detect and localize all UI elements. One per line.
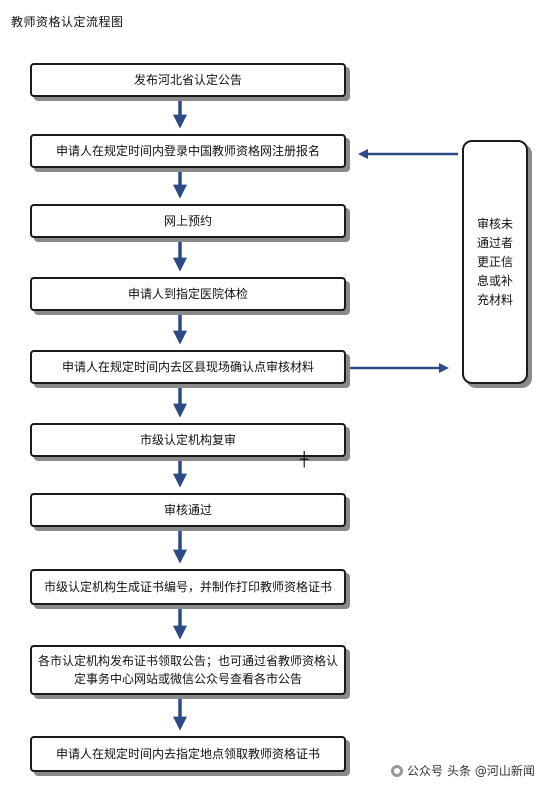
step-publish-announcement: 发布河北省认定公告 <box>30 63 346 97</box>
text-cursor-icon: ┼ <box>300 452 309 468</box>
step-onsite-review: 申请人在规定时间内去区县现场确认点审核材料 <box>30 350 346 384</box>
step-collection-announcement: 各市认定机构发布证书领取公告；也可通过省教师资格认定事务中心网站或微信公众号查看… <box>30 645 346 695</box>
watermark-prefix: 公众号 <box>407 764 444 778</box>
wechat-icon <box>391 764 403 777</box>
step-medical-exam: 申请人到指定医院体检 <box>30 277 346 311</box>
step-label: 网上预约 <box>163 214 212 228</box>
side-box-label: 审核未通过者更正信息或补充材料 <box>476 216 513 307</box>
step-label: 审核通过 <box>163 503 212 517</box>
step-label: 申请人到指定医院体检 <box>127 287 248 301</box>
step-label: 市级认定机构复审 <box>139 433 236 447</box>
step-online-registration: 申请人在规定时间内登录中国教师资格网注册报名 <box>30 134 346 168</box>
step-online-appointment: 网上预约 <box>30 204 346 238</box>
step-approved: 审核通过 <box>30 493 346 527</box>
step-label: 申请人在规定时间内去指定地点领取教师资格证书 <box>55 747 320 761</box>
step-print-certificate: 市级认定机构生成证书编号，并制作打印教师资格证书 <box>30 569 346 605</box>
step-label: 发布河北省认定公告 <box>133 73 242 87</box>
step-collect-certificate: 申请人在规定时间内去指定地点领取教师资格证书 <box>30 736 346 772</box>
step-label: 申请人在规定时间内去区县现场确认点审核材料 <box>61 360 314 374</box>
step-label: 申请人在规定时间内登录中国教师资格网注册报名 <box>55 144 320 158</box>
watermark-text: 头条 @河山新闻 <box>447 764 535 778</box>
step-label: 市级认定机构生成证书编号，并制作打印教师资格证书 <box>43 580 332 594</box>
step-city-recheck: 市级认定机构复审 <box>30 423 346 457</box>
side-box-rejected: 审核未通过者更正信息或补充材料 <box>462 140 528 384</box>
step-label: 各市认定机构发布证书领取公告；也可通过省教师资格认定事务中心网站或微信公众号查看… <box>38 654 339 686</box>
watermark: 公众号 头条 @河山新闻 <box>391 762 535 779</box>
page-title: 教师资格认定流程图 <box>11 15 124 29</box>
